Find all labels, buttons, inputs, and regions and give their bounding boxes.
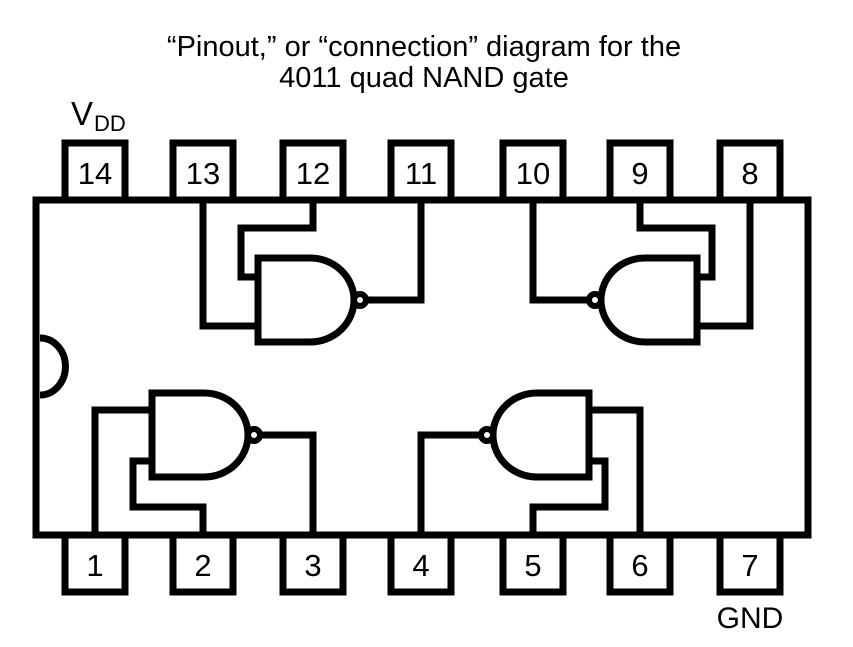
diagram-title-line1: “Pinout,” or “connection” diagram for th… — [167, 31, 681, 63]
pin-numbers-bottom: 1 2 3 4 5 6 7 — [86, 548, 758, 583]
wire-pin2-gate3-input-bottom — [129, 457, 207, 538]
gate1-output-bubble — [351, 291, 369, 309]
pin-box-11 — [387, 139, 455, 204]
wire-pin9-gate2-input-top — [636, 197, 716, 281]
gate2-output-bubble — [586, 291, 604, 309]
vdd-label-main: V — [71, 95, 93, 132]
pin-box-6 — [606, 531, 674, 596]
pin-number-9: 9 — [631, 156, 648, 191]
ic-notch — [39, 334, 69, 399]
pin-row-top — [61, 139, 784, 204]
pin-box-2 — [169, 531, 237, 596]
pin-number-10: 10 — [516, 156, 550, 191]
gate3-output-bubble — [245, 426, 263, 444]
wire-pin13-gate1-input-bottom — [199, 197, 263, 330]
pin-number-11: 11 — [405, 156, 437, 191]
gate4-body — [489, 389, 593, 481]
internal-wires — [91, 197, 754, 538]
pin-box-4 — [387, 531, 455, 596]
pin-number-14: 14 — [78, 156, 112, 191]
pin-number-7: 7 — [741, 548, 758, 583]
pin-numbers-top: 14 13 12 11 10 9 8 — [78, 156, 759, 191]
wire-pin12-gate1-input-top — [237, 197, 317, 281]
pin-number-5: 5 — [524, 548, 541, 583]
pin-number-4: 4 — [412, 548, 429, 583]
wire-pin5-gate4-input-bottom — [529, 457, 609, 538]
nand-gates — [148, 254, 701, 481]
gate4-output-bubble — [478, 426, 496, 444]
gate3-body — [148, 389, 252, 481]
pin-box-9 — [606, 139, 674, 204]
pin-number-12: 12 — [296, 156, 330, 191]
pin-number-8: 8 — [741, 156, 758, 191]
wire-pin1-gate3-input-top — [91, 406, 157, 538]
pin-number-1: 1 — [86, 548, 103, 583]
pin-number-13: 13 — [186, 156, 220, 191]
pin-box-1 — [61, 531, 129, 596]
wire-gate3-output-pin3 — [246, 431, 317, 538]
pin-number-6: 6 — [631, 548, 648, 583]
gnd-label: GND — [717, 602, 784, 635]
pin-number-3: 3 — [304, 548, 321, 583]
wire-pin8-gate2-input-bottom — [692, 197, 754, 330]
gate1-body — [254, 254, 358, 346]
diagram-title-line2: 4011 quad NAND gate — [279, 62, 569, 94]
wire-gate1-output-pin11 — [352, 197, 425, 304]
gate2-body — [597, 254, 701, 346]
vdd-label-subscript: DD — [94, 111, 126, 136]
wire-gate2-output-pin10 — [529, 197, 603, 304]
wire-pin6-gate4-input-top — [585, 406, 644, 538]
pin-number-2: 2 — [194, 548, 211, 583]
vdd-label: V DD — [71, 95, 126, 136]
wire-gate4-output-pin4 — [417, 431, 499, 538]
